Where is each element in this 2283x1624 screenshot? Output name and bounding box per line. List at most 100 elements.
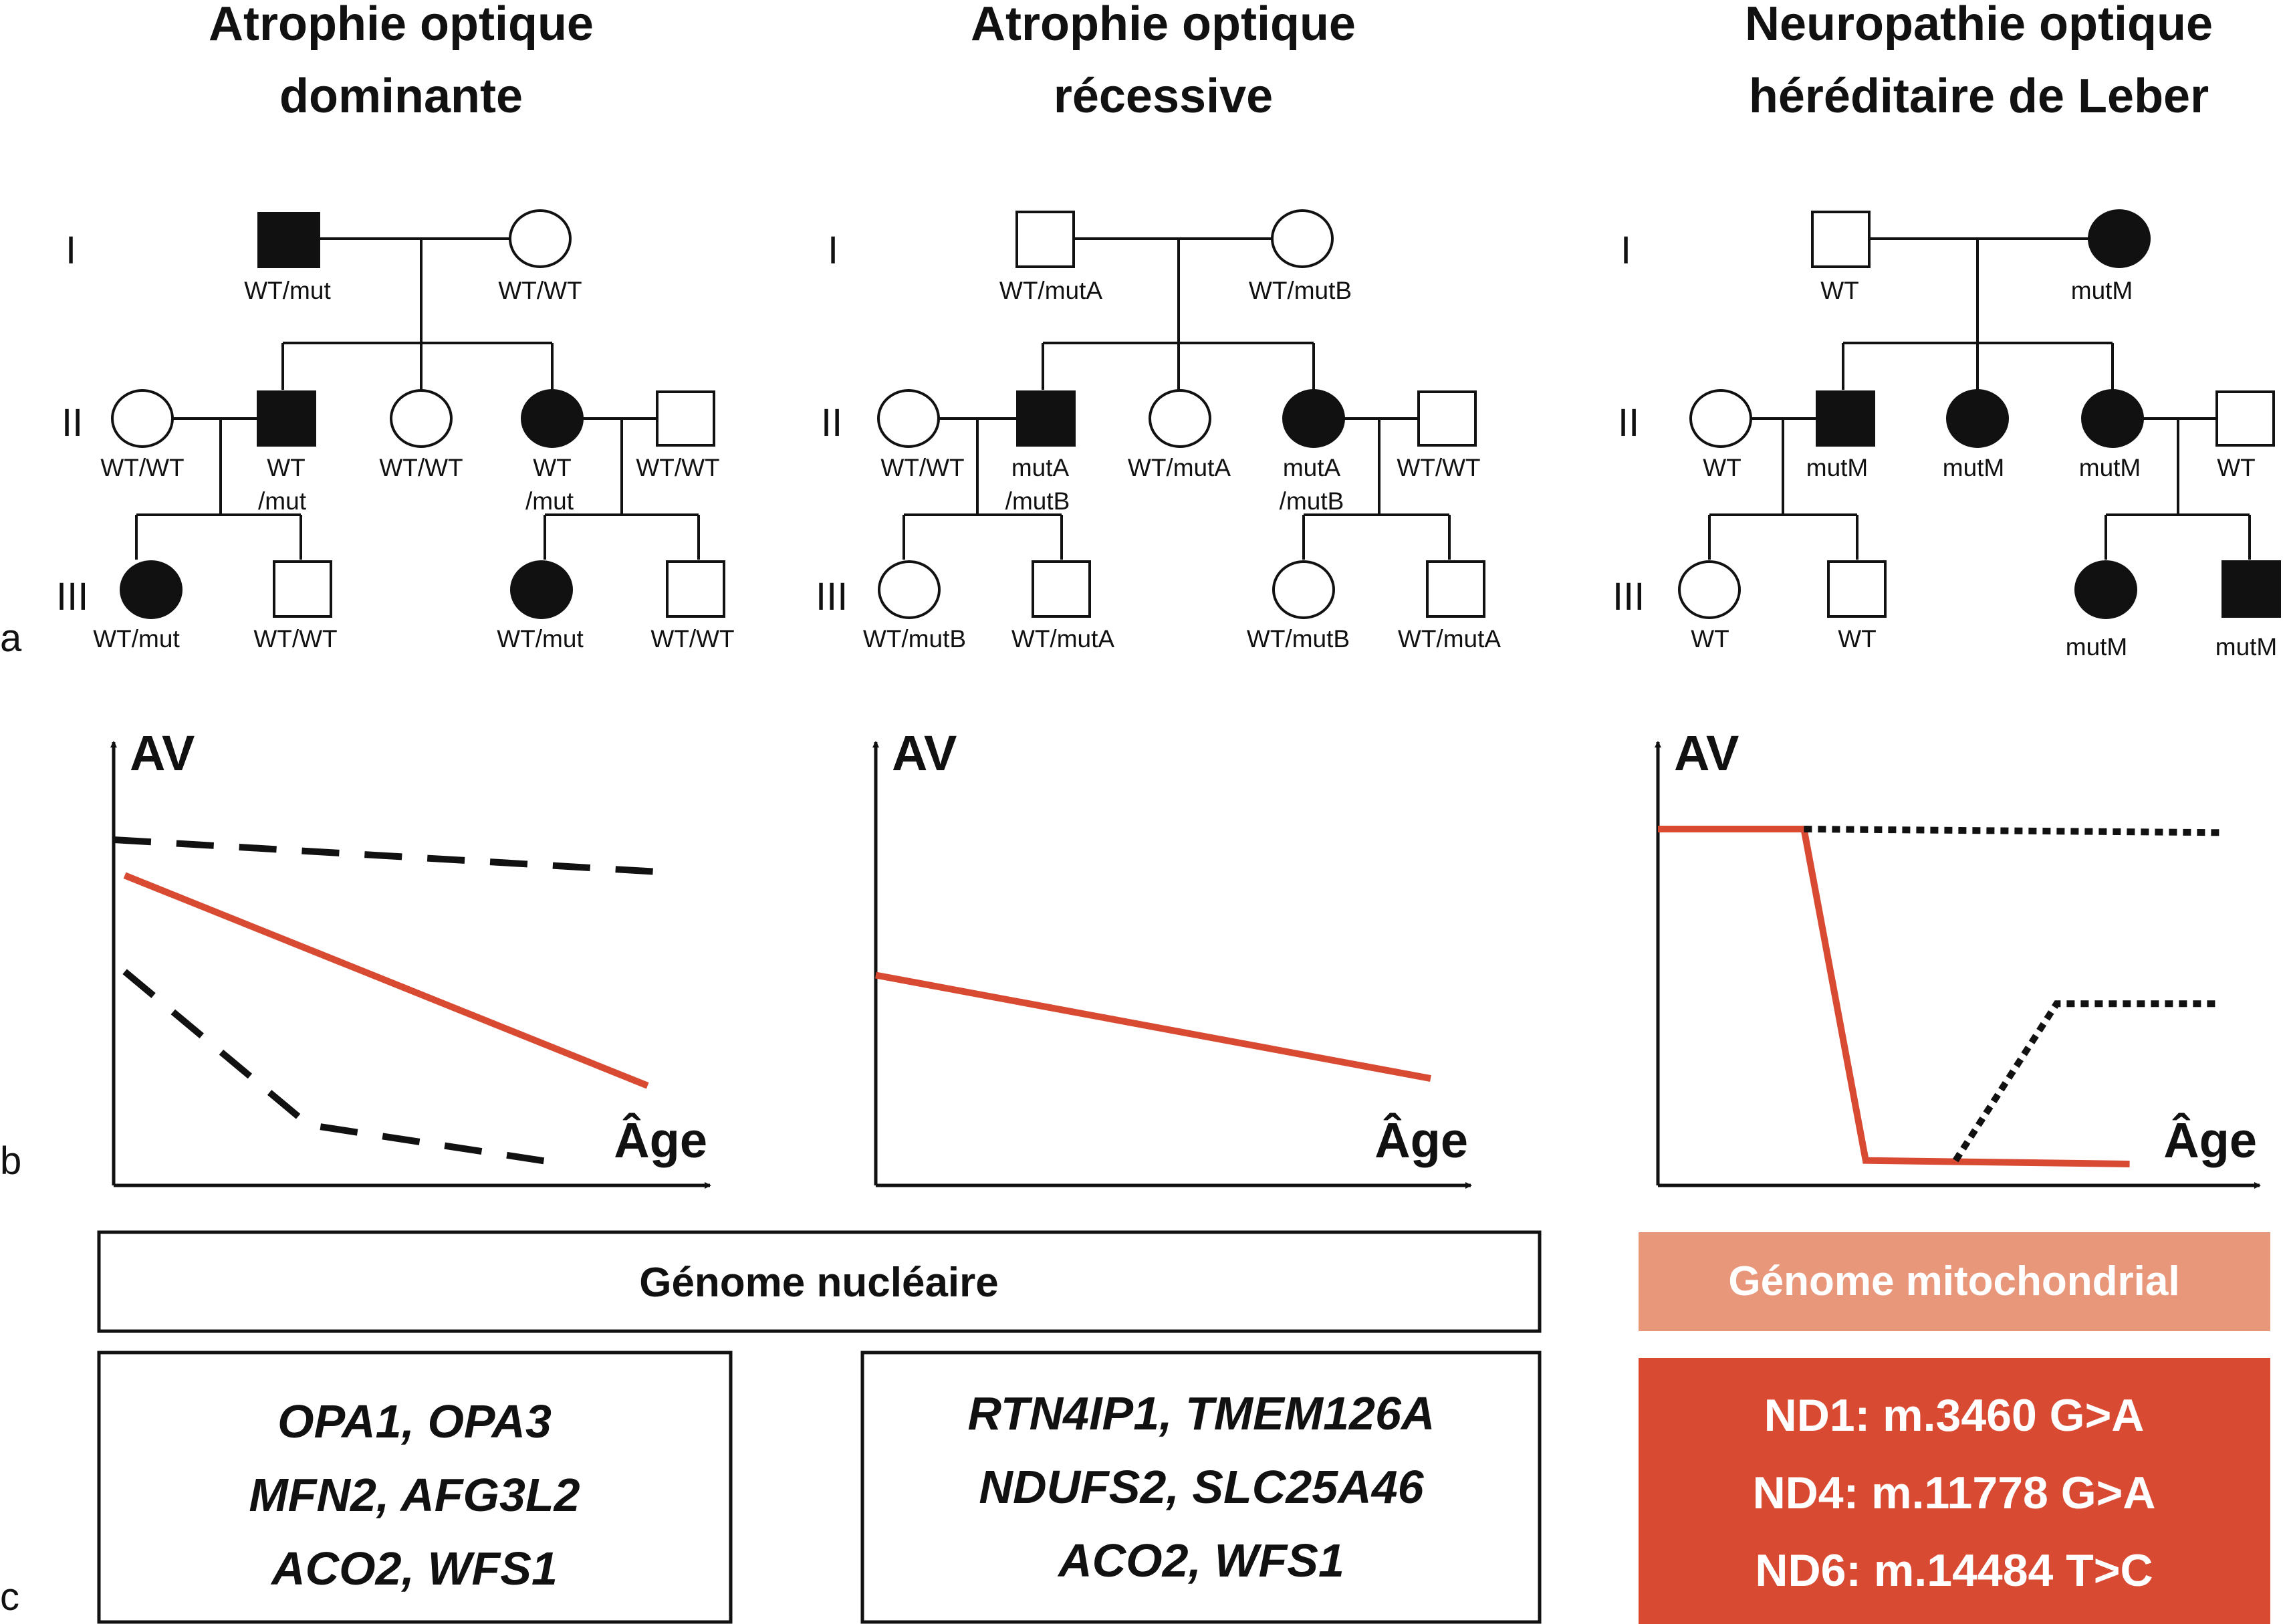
genotype: WT/WT bbox=[650, 625, 734, 653]
unaffected-female-symbol bbox=[1678, 560, 1741, 619]
affected-female-symbol bbox=[120, 560, 183, 619]
panel-label-c: c bbox=[0, 1575, 19, 1619]
unaffected-female-symbol bbox=[1271, 209, 1334, 268]
generation-label-i: I bbox=[66, 229, 76, 272]
generation-label-i: I bbox=[828, 229, 838, 272]
genotype: WT bbox=[267, 454, 306, 481]
affected-female-symbol bbox=[1946, 389, 2009, 448]
title-recessive-line2: récessive bbox=[1054, 70, 1273, 123]
genotype: WT/WT bbox=[498, 277, 582, 304]
dominant-genes-box bbox=[97, 1351, 733, 1624]
unaffected-male-symbol bbox=[1032, 560, 1091, 618]
mito-mutation-line: ND6: m.14484 T>C bbox=[1755, 1545, 2153, 1596]
gene-list-line: RTN4IP1, TMEM126A bbox=[968, 1387, 1435, 1439]
genotype: WT/mutB bbox=[1249, 277, 1352, 304]
series-line-dotted bbox=[1952, 1000, 2219, 1163]
unaffected-male-symbol bbox=[1827, 560, 1887, 618]
mito-mutation-line: ND1: m.3460 G>A bbox=[1764, 1390, 2145, 1441]
genotype: WT/mut bbox=[244, 277, 331, 304]
genotype: mutM bbox=[2215, 633, 2278, 661]
series-line-dashed bbox=[122, 969, 565, 1167]
genotype: WT/mutA bbox=[999, 277, 1102, 304]
recessive-genes-box bbox=[860, 1351, 1542, 1624]
gene-list-line: OPA1, OPA3 bbox=[277, 1395, 552, 1447]
unaffected-female-symbol bbox=[1272, 560, 1335, 619]
panel-label-b: b bbox=[0, 1139, 21, 1183]
gene-list-line: MFN2, AFG3L2 bbox=[249, 1469, 580, 1521]
genotype: WT/mutA bbox=[1011, 625, 1114, 653]
unaffected-female-symbol bbox=[1689, 389, 1752, 448]
unaffected-male-symbol bbox=[1426, 560, 1485, 618]
nuclear-genome-label: Génome nucléaire bbox=[639, 1260, 999, 1306]
unaffected-female-symbol bbox=[1149, 389, 1211, 448]
nuclear-genome-header-box bbox=[97, 1230, 1542, 1333]
genotype: WT bbox=[2217, 454, 2256, 481]
affected-female-symbol bbox=[1282, 389, 1345, 448]
affected-female-symbol bbox=[2074, 560, 2137, 619]
gene-list-line: NDUFS2, SLC25A46 bbox=[979, 1461, 1424, 1513]
series-line-solid bbox=[875, 971, 1431, 1082]
affected-female-symbol bbox=[2088, 209, 2151, 268]
title-leber-line2: héréditaire de Leber bbox=[1749, 70, 2209, 123]
x-axis-label: Âge bbox=[614, 1113, 707, 1168]
genotype: WT/WT bbox=[379, 454, 463, 481]
genotype: WT/WT bbox=[100, 454, 184, 481]
unaffected-male-symbol bbox=[656, 390, 715, 447]
affected-male-symbol bbox=[1816, 390, 1875, 447]
genotype: mutM bbox=[1806, 454, 1869, 481]
genotype: mutM bbox=[1943, 454, 2005, 481]
pedigree-recessive: I II III WT/mutA WT/mutB WT/WT mutA /mut… bbox=[816, 209, 1501, 653]
y-axis-label: AV bbox=[892, 725, 957, 781]
affected-male-symbol bbox=[2221, 560, 2281, 618]
affected-male-symbol bbox=[1016, 390, 1076, 447]
genotype: WT bbox=[533, 454, 572, 481]
title-dominant-line1: Atrophie optique bbox=[209, 0, 594, 51]
generation-label-iii: III bbox=[816, 575, 848, 618]
graph-dominant: AV Âge bbox=[110, 725, 711, 1189]
series-line-solid bbox=[1658, 826, 2130, 1167]
y-axis-label: AV bbox=[130, 725, 195, 781]
genotype: mutA bbox=[1283, 454, 1341, 481]
generation-label-ii: II bbox=[62, 401, 83, 445]
unaffected-female-symbol bbox=[111, 389, 174, 448]
genotype: WT/WT bbox=[880, 454, 964, 481]
mito-genome-header-box bbox=[1639, 1232, 2270, 1331]
mito-mutation-line: ND4: m.11778 G>A bbox=[1753, 1468, 2156, 1518]
graph-recessive: AV Âge bbox=[872, 725, 1472, 1189]
unaffected-male-symbol bbox=[666, 560, 725, 618]
pedigree-leber: I II III WT mutM WT mutM mutM mutM WT bbox=[1612, 209, 2281, 661]
genotype: WT/mutB bbox=[1247, 625, 1350, 653]
generation-label-i: I bbox=[1620, 229, 1631, 272]
unaffected-male-symbol bbox=[1811, 211, 1871, 268]
title-leber-line1: Neuropathie optique bbox=[1745, 0, 2213, 51]
genotype: WT bbox=[1820, 277, 1859, 304]
affected-female-symbol bbox=[510, 560, 573, 619]
unaffected-male-symbol bbox=[1417, 390, 1477, 447]
unaffected-male-symbol bbox=[2215, 390, 2275, 447]
genotype: WT/WT bbox=[253, 625, 337, 653]
unaffected-female-symbol bbox=[877, 389, 940, 448]
genotype: mutM bbox=[2066, 633, 2128, 661]
genotype: WT/mut bbox=[497, 625, 584, 653]
series-line-dashed bbox=[113, 836, 659, 875]
x-axis-label: Âge bbox=[1374, 1113, 1468, 1168]
unaffected-female-symbol bbox=[878, 560, 941, 619]
genotype: WT bbox=[1691, 625, 1729, 653]
genotype: WT bbox=[1838, 625, 1877, 653]
genotype: WT/mutA bbox=[1398, 625, 1501, 653]
genotype: WT/mut bbox=[93, 625, 180, 653]
panel-label-a: a bbox=[0, 616, 22, 660]
genotype: WT/mutA bbox=[1128, 454, 1231, 481]
genotype: /mutB bbox=[1005, 487, 1070, 515]
series-line-dotted bbox=[1804, 826, 2220, 836]
unaffected-female-symbol bbox=[509, 209, 572, 268]
affected-female-symbol bbox=[521, 389, 584, 448]
pedigree-dominant: I II III WT/mut WT/WT WT/WT WT /mut WT/W… bbox=[56, 209, 735, 653]
genotype: /mutB bbox=[1280, 487, 1344, 515]
gene-list-line: ACO2, WFS1 bbox=[270, 1542, 558, 1595]
series-line-solid bbox=[123, 872, 649, 1089]
unaffected-male-symbol bbox=[1015, 211, 1075, 268]
unaffected-female-symbol bbox=[390, 389, 453, 448]
